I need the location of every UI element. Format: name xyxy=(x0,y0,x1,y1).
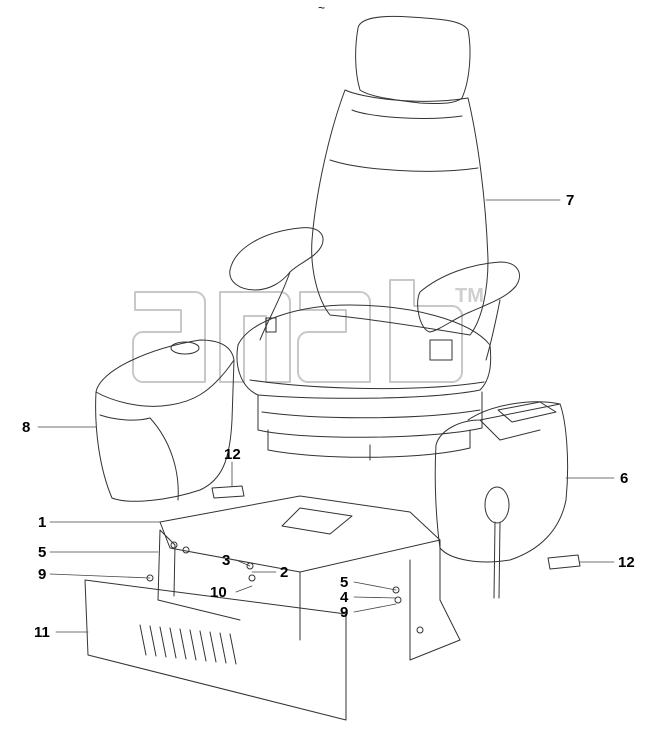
cover-plate xyxy=(84,579,347,721)
watermark-tm: TM xyxy=(455,285,484,307)
callout-6: 6 xyxy=(620,470,629,487)
right-armrest xyxy=(417,261,520,333)
joystick-shaft xyxy=(493,521,501,599)
callout-7: 7 xyxy=(566,192,575,209)
callout-12-left: 12 xyxy=(224,446,241,463)
callout-2: 2 xyxy=(280,564,289,581)
callout-3: 3 xyxy=(222,552,231,569)
bracket-left xyxy=(157,529,241,621)
pad-left xyxy=(211,485,245,499)
seat-base xyxy=(257,391,483,438)
callout-5-left: 5 xyxy=(38,544,47,561)
callout-10: 10 xyxy=(210,584,227,601)
callout-1: 1 xyxy=(38,514,47,531)
pad-right xyxy=(547,554,581,570)
backrest xyxy=(311,89,489,336)
left-console xyxy=(95,339,235,502)
bracket-right xyxy=(409,539,461,661)
callout-5-right: 5 xyxy=(340,574,349,591)
mounting-plate xyxy=(159,495,441,573)
callout-8: 8 xyxy=(22,419,31,436)
callout-11: 11 xyxy=(34,624,50,641)
left-armrest xyxy=(229,227,324,291)
callout-9-right: 9 xyxy=(340,604,349,621)
cover-vents xyxy=(139,624,237,665)
right-console xyxy=(434,403,569,563)
callout-4: 4 xyxy=(340,589,349,606)
callout-9-left: 9 xyxy=(38,566,47,583)
joystick-knob xyxy=(484,486,510,524)
watermark-logo xyxy=(132,279,463,383)
top-mark: ~ xyxy=(318,1,326,15)
headrest xyxy=(355,15,471,104)
callout-12-right: 12 xyxy=(618,554,635,571)
leader-lines xyxy=(37,199,615,633)
